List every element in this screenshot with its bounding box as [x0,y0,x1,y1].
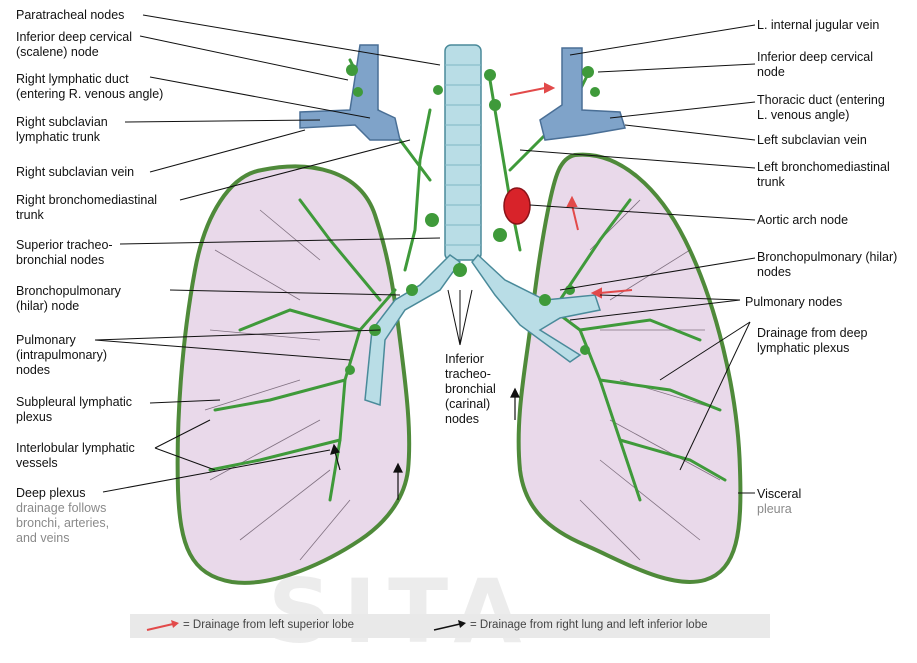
label-right-subclavian-vein: Right subclavian vein [16,165,134,180]
red-arrow-legend-icon [145,618,181,634]
aortic-arch-node-shape [504,188,530,224]
label-pulmonary-nodes: Pulmonary nodes [745,295,842,310]
watermark: SITA [268,560,533,663]
label-inferior-tracheobronchial-carinal-nodes: Inferior tracheo- bronchial (carinal) no… [445,352,496,427]
label-inferior-deep-cervical-node: Inferior deep cervical node [757,50,873,80]
label-left-bronchomediastinal-trunk: Left bronchomediastinal trunk [757,160,890,190]
label-right-lymphatic-duct: Right lymphatic duct (entering R. venous… [16,72,163,102]
label-l-internal-jugular-vein: L. internal jugular vein [757,18,879,33]
label-interlobular-lymphatic-vessels: Interlobular lymphatic vessels [16,441,135,471]
label-thoracic-duct: Thoracic duct (entering L. venous angle) [757,93,885,123]
label-drainage-from-deep-lymphatic-plexus: Drainage from deep lymphatic plexus [757,326,867,356]
label-aortic-arch-node: Aortic arch node [757,213,848,228]
label-right-subclavian-lymphatic-trunk: Right subclavian lymphatic trunk [16,115,108,145]
left-lung [519,155,741,582]
label-deep-plexus: Deep plexus [16,486,86,501]
legend-item-black-arrow: = Drainage from right lung and left infe… [470,619,707,631]
label-visceral-pleura-note: pleura [757,502,792,517]
label-right-bronchomediastinal-trunk: Right bronchomediastinal trunk [16,193,157,223]
label-deep-plexus-note: drainage follows bronchi, arteries, and … [16,501,109,546]
label-visceral: Visceral [757,487,801,502]
label-bronchopulmonary-hilar-nodes: Bronchopulmonary (hilar) nodes [757,250,897,280]
legend-item-red-arrow: = Drainage from left superior lobe [183,619,354,631]
label-paratracheal-nodes: Paratracheal nodes [16,8,124,23]
label-inferior-deep-cervical-scalene: Inferior deep cervical (scalene) node [16,30,132,60]
label-pulmonary-intrapulmonary-nodes: Pulmonary (intrapulmonary) nodes [16,333,107,378]
label-bronchopulmonary-hilar-node: Bronchopulmonary (hilar) node [16,284,121,314]
label-left-subclavian-vein: Left subclavian vein [757,133,867,148]
label-superior-tracheobronchial-nodes: Superior tracheo- bronchial nodes [16,238,113,268]
black-arrow-legend-icon [432,618,468,634]
label-subpleural-lymphatic-plexus: Subpleural lymphatic plexus [16,395,132,425]
